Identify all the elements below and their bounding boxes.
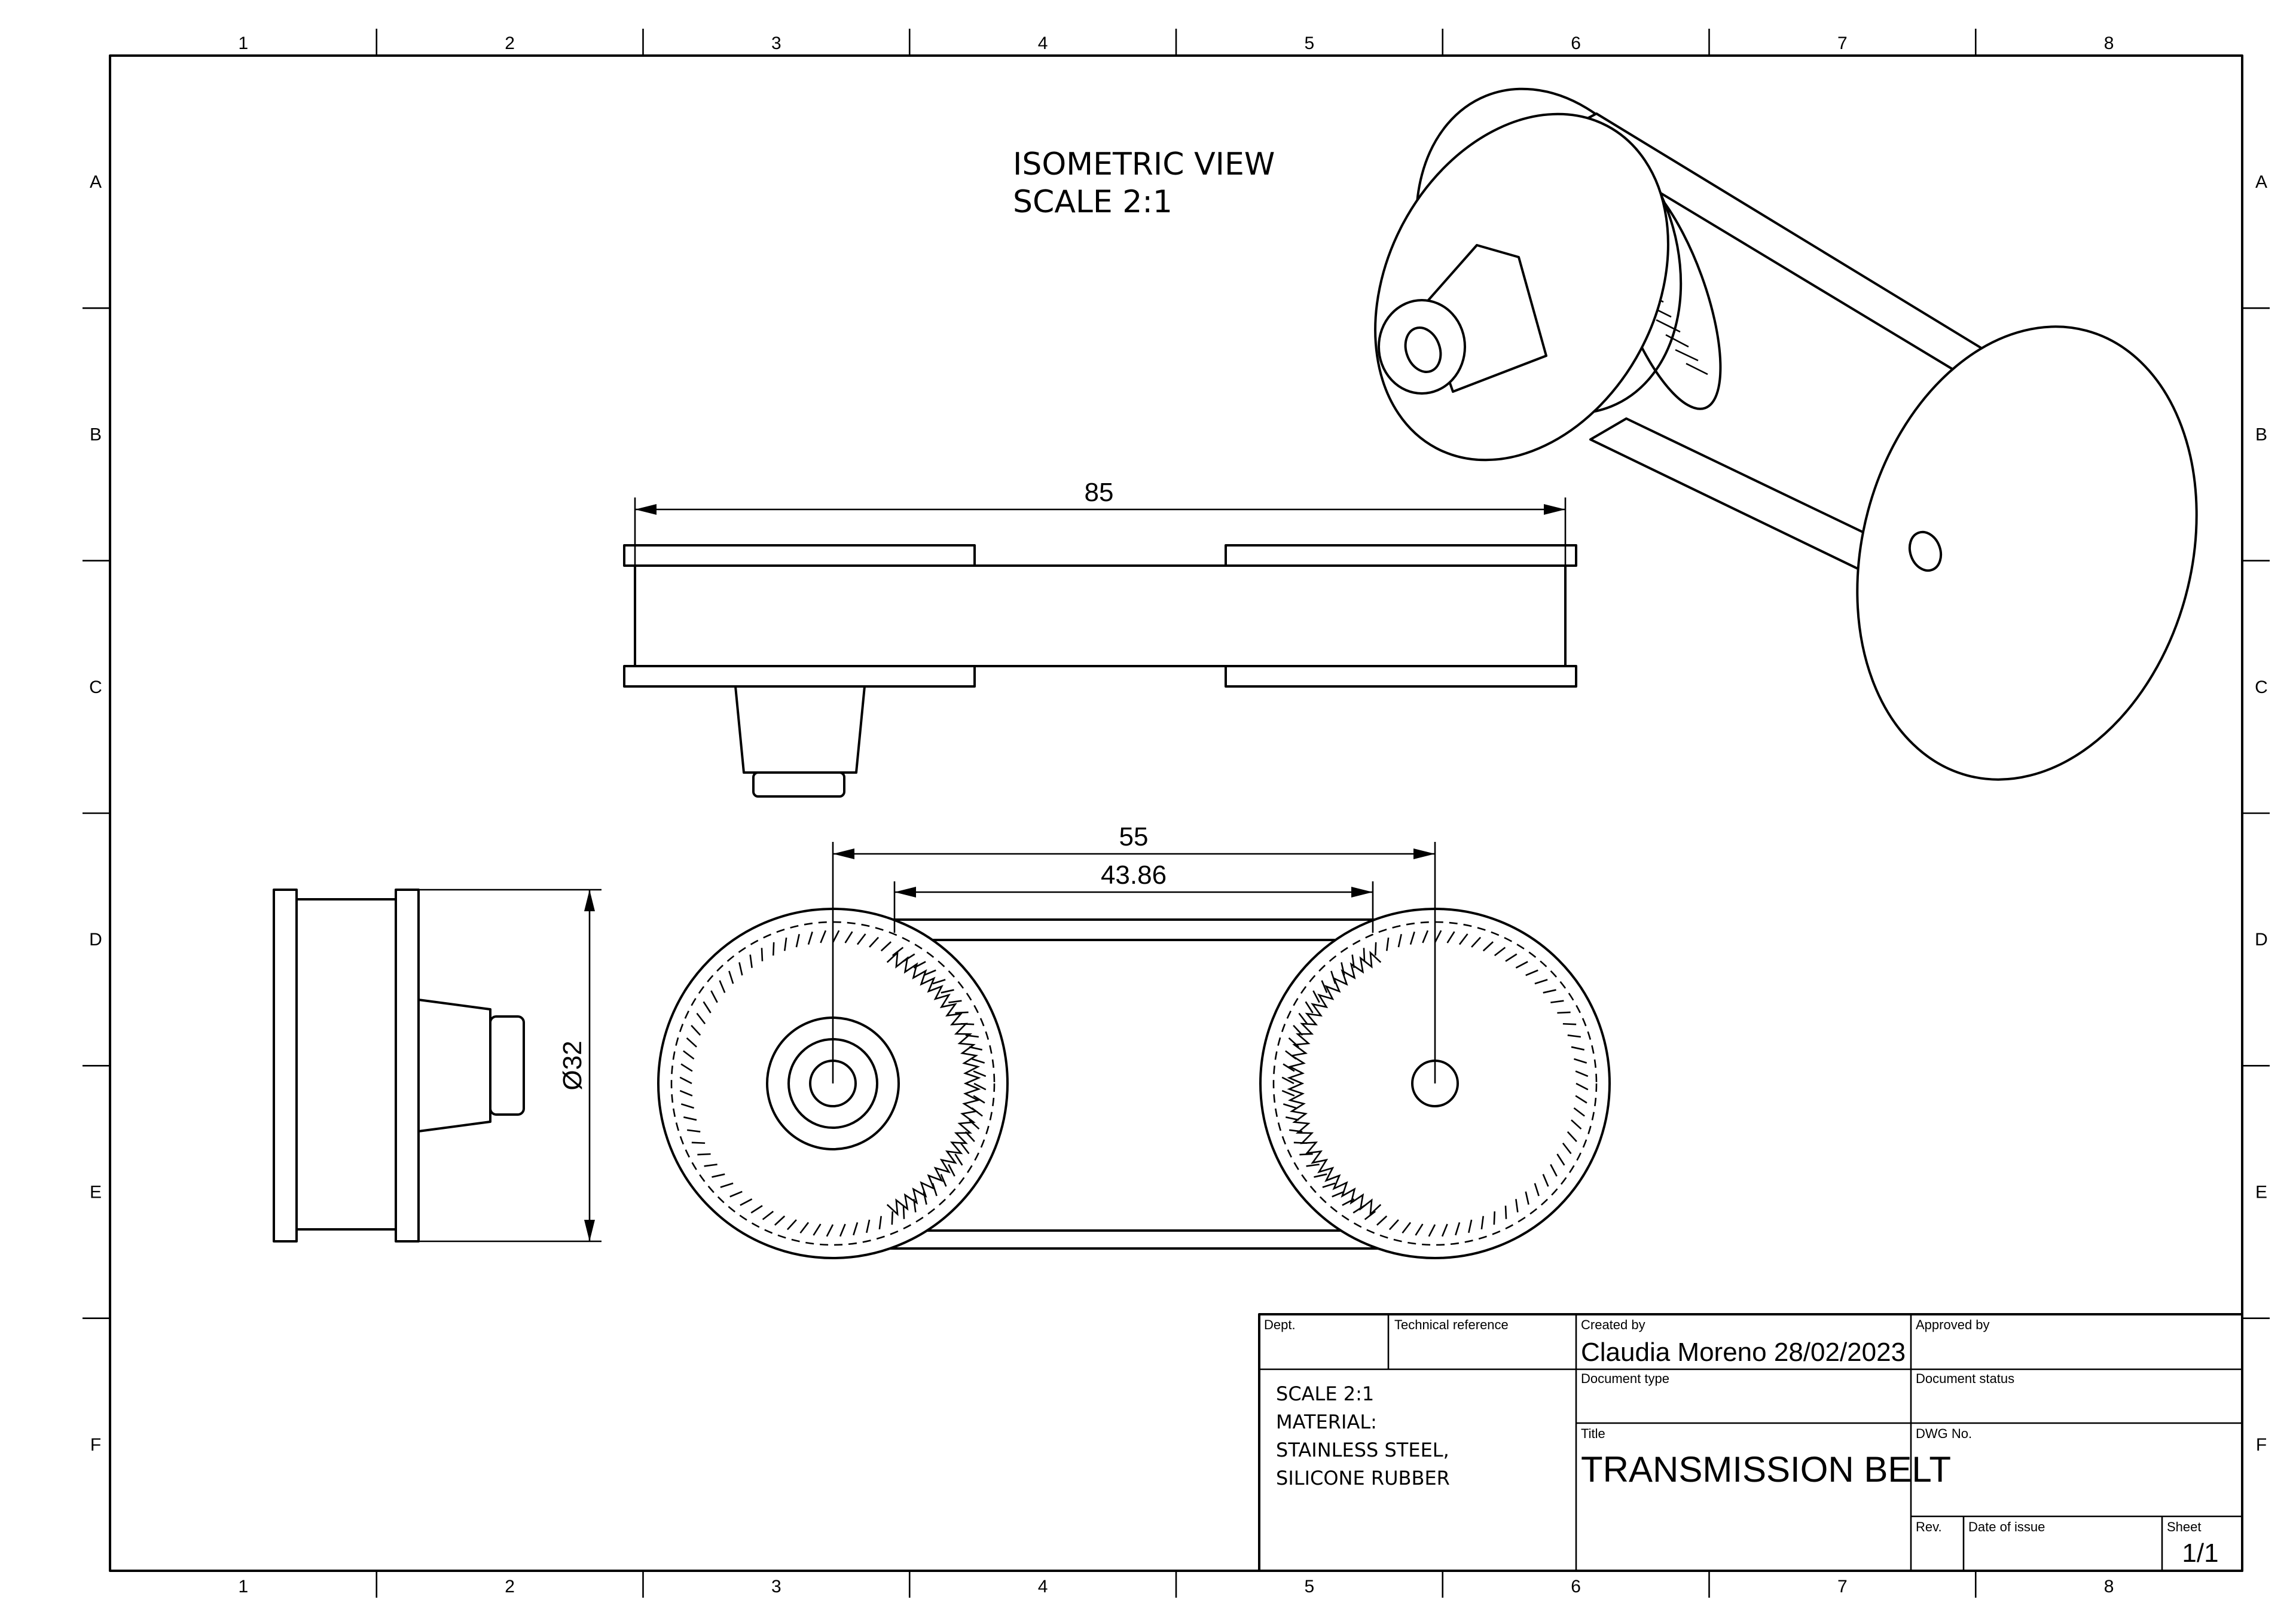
grid-row-label-right: A bbox=[2255, 172, 2267, 192]
isometric-view-title: ISOMETRIC VIEW bbox=[1013, 146, 1275, 182]
grid-column-label-bottom: 7 bbox=[1837, 1577, 1848, 1596]
grid-column-label-top: 1 bbox=[239, 33, 249, 53]
dimension-85: 85 bbox=[634, 478, 1567, 566]
dimension-55: 55 bbox=[832, 822, 1436, 1083]
approved-by-label: Approved by bbox=[1916, 1317, 1990, 1332]
grid-column-label-bottom: 4 bbox=[1038, 1577, 1048, 1596]
title-block: Dept. Technical reference Created by Cla… bbox=[1258, 1313, 2243, 1572]
grid-column-label-bottom: 6 bbox=[1571, 1577, 1581, 1596]
dimension-43-86-text: 43.86 bbox=[1101, 860, 1167, 890]
grid-column-label-bottom: 1 bbox=[239, 1577, 249, 1596]
dimension-diameter-32: Ø32 bbox=[419, 889, 602, 1243]
rev-label: Rev. bbox=[1916, 1519, 1942, 1534]
grid-column-label-top: 3 bbox=[771, 33, 781, 53]
notes-line-3: STAINLESS STEEL, bbox=[1276, 1439, 1449, 1461]
top-view: 85 bbox=[623, 478, 1577, 798]
document-type-label: Document type bbox=[1581, 1371, 1669, 1386]
dimension-55-text: 55 bbox=[1119, 822, 1149, 851]
dimension-43-86: 43.86 bbox=[893, 860, 1374, 933]
date-of-issue-label: Date of issue bbox=[1968, 1519, 2045, 1534]
side-view: Ø32 bbox=[273, 889, 602, 1243]
grid-row-label-left: E bbox=[90, 1183, 102, 1202]
grid-column-label-bottom: 8 bbox=[2104, 1577, 2114, 1596]
dimension-85-text: 85 bbox=[1085, 478, 1114, 507]
sheet-label: Sheet bbox=[2167, 1519, 2202, 1534]
grid-row-label-left: F bbox=[90, 1435, 101, 1455]
dimension-diameter-text: Ø32 bbox=[558, 1040, 587, 1090]
sheet-number: 1/1 bbox=[2182, 1538, 2218, 1568]
grid-column-label-top: 7 bbox=[1837, 33, 1848, 53]
notes-line-4: SILICONE RUBBER bbox=[1276, 1467, 1450, 1489]
title-label: Title bbox=[1581, 1426, 1605, 1441]
grid-column-label-bottom: 2 bbox=[505, 1577, 515, 1596]
notes-line-1: SCALE 2:1 bbox=[1276, 1382, 1374, 1405]
dwg-no-label: DWG No. bbox=[1916, 1426, 1972, 1441]
grid-row-label-left: B bbox=[90, 425, 102, 445]
grid-row-label-left: D bbox=[89, 930, 102, 950]
grid-row-label-right: D bbox=[2255, 930, 2268, 950]
grid-row-label-right: C bbox=[2255, 677, 2268, 697]
created-by-label: Created by bbox=[1581, 1317, 1645, 1332]
grid-column-label-bottom: 3 bbox=[771, 1577, 781, 1596]
grid-column-label-top: 6 bbox=[1571, 33, 1581, 53]
front-view: 55 43.86 bbox=[657, 822, 1611, 1259]
grid-column-label-top: 5 bbox=[1305, 33, 1315, 53]
grid-row-label-left: A bbox=[90, 172, 102, 192]
drawing-title: TRANSMISSION BELT bbox=[1581, 1449, 1951, 1489]
document-status-label: Document status bbox=[1916, 1371, 2014, 1386]
grid-column-label-bottom: 5 bbox=[1305, 1577, 1315, 1596]
grid-column-label-top: 4 bbox=[1038, 33, 1048, 53]
isometric-view: ISOMETRIC VIEW SCALE 2:1 bbox=[1013, 87, 2198, 781]
grid-row-label-right: E bbox=[2255, 1183, 2267, 1202]
isometric-view-scale: SCALE 2:1 bbox=[1013, 184, 1173, 220]
grid-row-label-left: C bbox=[89, 677, 102, 697]
grid-row-label-right: F bbox=[2256, 1435, 2267, 1455]
notes-line-2: MATERIAL: bbox=[1276, 1411, 1377, 1433]
grid-column-label-top: 8 bbox=[2104, 33, 2114, 53]
technical-reference-label: Technical reference bbox=[1394, 1317, 1509, 1332]
isometric-pulley-assembly bbox=[1374, 87, 2198, 781]
grid-column-label-top: 2 bbox=[505, 33, 515, 53]
dept-label: Dept. bbox=[1264, 1317, 1296, 1332]
grid-row-label-right: B bbox=[2255, 425, 2267, 445]
created-by-value: Claudia Moreno 28/02/2023 bbox=[1581, 1338, 1906, 1367]
